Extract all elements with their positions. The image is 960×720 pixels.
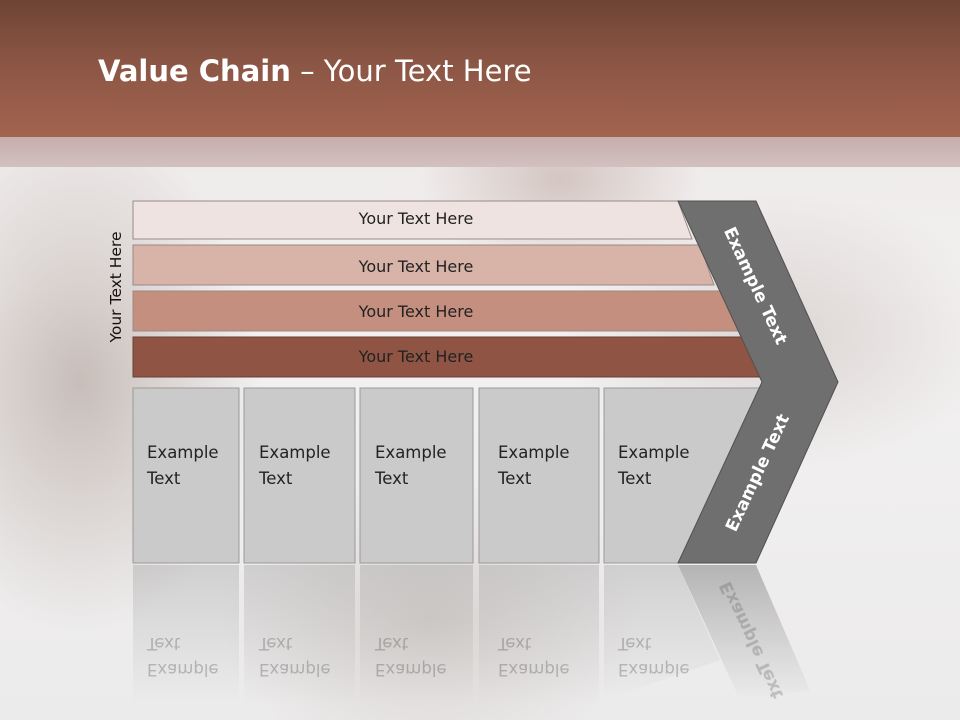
row-bar-2: [132, 244, 715, 286]
box-label-5-line2: Text: [618, 469, 652, 488]
box-2: [243, 387, 356, 564]
box-label-1-line1: Example: [147, 443, 219, 462]
box-label-1: Example Text: [147, 440, 219, 492]
box-1-reflection-text: Example Text: [147, 630, 219, 682]
box-label-4-line2: Text: [498, 469, 532, 488]
box-2-reflection-text: Example Text: [259, 630, 331, 682]
box-5-reflection: [604, 565, 720, 700]
box-1-reflection-line1: Example: [147, 660, 219, 679]
box-5-reflection-line1: Example: [618, 660, 690, 679]
box-5-reflection-line2: Text: [618, 634, 652, 653]
row-label-3: Your Text Here: [358, 302, 474, 321]
box-3: [359, 387, 474, 564]
row-label-2: Your Text Here: [358, 257, 474, 276]
title-bar: [0, 0, 960, 137]
box-label-1-line2: Text: [147, 469, 181, 488]
box-2-reflection-line1: Example: [259, 660, 331, 679]
chevron-reflection: [678, 565, 810, 700]
box-4-reflection: [479, 565, 599, 705]
box-4: [478, 387, 600, 564]
row-bar-1: [132, 200, 693, 240]
box-3-reflection: [360, 565, 473, 705]
box-label-5-line1: Example: [618, 443, 690, 462]
box-2-reflection-line2: Text: [259, 634, 293, 653]
box-label-3-line1: Example: [375, 443, 447, 462]
slide-title: Value Chain – Your Text Here: [98, 54, 532, 88]
row-label-1: Your Text Here: [358, 209, 474, 228]
title-band: [0, 137, 960, 167]
box-label-4: Example Text: [498, 440, 570, 492]
box-label-2-line2: Text: [259, 469, 293, 488]
box-4-reflection-line2: Text: [498, 634, 532, 653]
box-4-reflection-text: Example Text: [498, 630, 570, 682]
box-3-reflection-line2: Text: [375, 634, 409, 653]
box-3-reflection-text: Example Text: [375, 630, 447, 682]
box-3-reflection-line1: Example: [375, 660, 447, 679]
box-label-3-line2: Text: [375, 469, 409, 488]
box-4-reflection-line1: Example: [498, 660, 570, 679]
box-label-4-line1: Example: [498, 443, 570, 462]
box-1-reflection: [133, 565, 239, 705]
title-bold: Value Chain: [98, 54, 291, 88]
row-label-4: Your Text Here: [358, 347, 474, 366]
box-label-5: Example Text: [618, 440, 690, 492]
box-label-3: Example Text: [375, 440, 447, 492]
title-rest: – Your Text Here: [290, 54, 532, 88]
box-label-2: Example Text: [259, 440, 331, 492]
box-2-reflection: [244, 565, 355, 705]
box-1: [132, 387, 240, 564]
box-5-reflection-text: Example Text: [618, 630, 690, 682]
box-label-2-line1: Example: [259, 443, 331, 462]
chevron-arrow: [677, 200, 839, 564]
box-1-reflection-line2: Text: [147, 634, 181, 653]
